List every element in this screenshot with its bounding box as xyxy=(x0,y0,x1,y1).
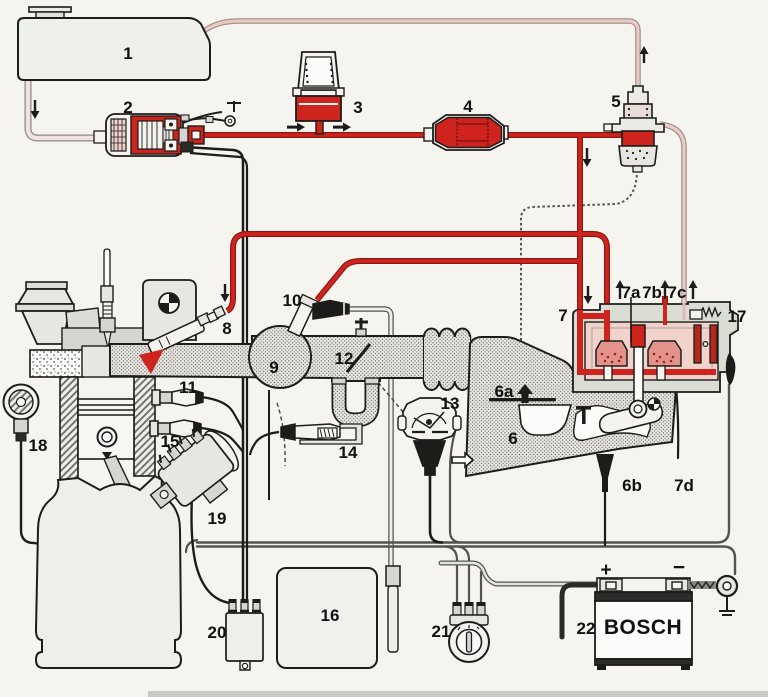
svg-text:6a: 6a xyxy=(495,382,514,401)
svg-text:9: 9 xyxy=(269,358,278,377)
svg-text:22: 22 xyxy=(577,619,596,638)
svg-text:10: 10 xyxy=(283,291,302,310)
svg-text:21: 21 xyxy=(432,622,451,641)
svg-text:6b: 6b xyxy=(622,476,642,495)
svg-text:7c: 7c xyxy=(668,283,687,302)
svg-text:8: 8 xyxy=(222,319,231,338)
svg-text:7a: 7a xyxy=(622,283,641,302)
svg-text:19: 19 xyxy=(208,509,227,528)
svg-text:1: 1 xyxy=(123,44,132,63)
svg-text:17: 17 xyxy=(728,307,747,326)
svg-text:3: 3 xyxy=(353,98,362,117)
svg-text:20: 20 xyxy=(208,623,227,642)
svg-text:11: 11 xyxy=(179,378,197,397)
svg-text:7d: 7d xyxy=(674,476,694,495)
svg-text:13: 13 xyxy=(441,394,460,413)
svg-text:14: 14 xyxy=(339,443,358,462)
svg-text:6: 6 xyxy=(508,429,517,448)
svg-text:+: + xyxy=(600,560,611,581)
svg-text:2: 2 xyxy=(123,98,132,117)
svg-text:7: 7 xyxy=(558,306,567,325)
svg-text:4: 4 xyxy=(463,97,473,116)
svg-text:12: 12 xyxy=(335,349,354,368)
svg-text:5: 5 xyxy=(611,92,620,111)
svg-text:7b: 7b xyxy=(642,283,662,302)
svg-text:18: 18 xyxy=(29,436,48,455)
svg-text:−: − xyxy=(673,556,685,579)
svg-text:BOSCH: BOSCH xyxy=(604,616,682,639)
svg-text:16: 16 xyxy=(321,606,340,625)
svg-text:15: 15 xyxy=(161,432,180,451)
